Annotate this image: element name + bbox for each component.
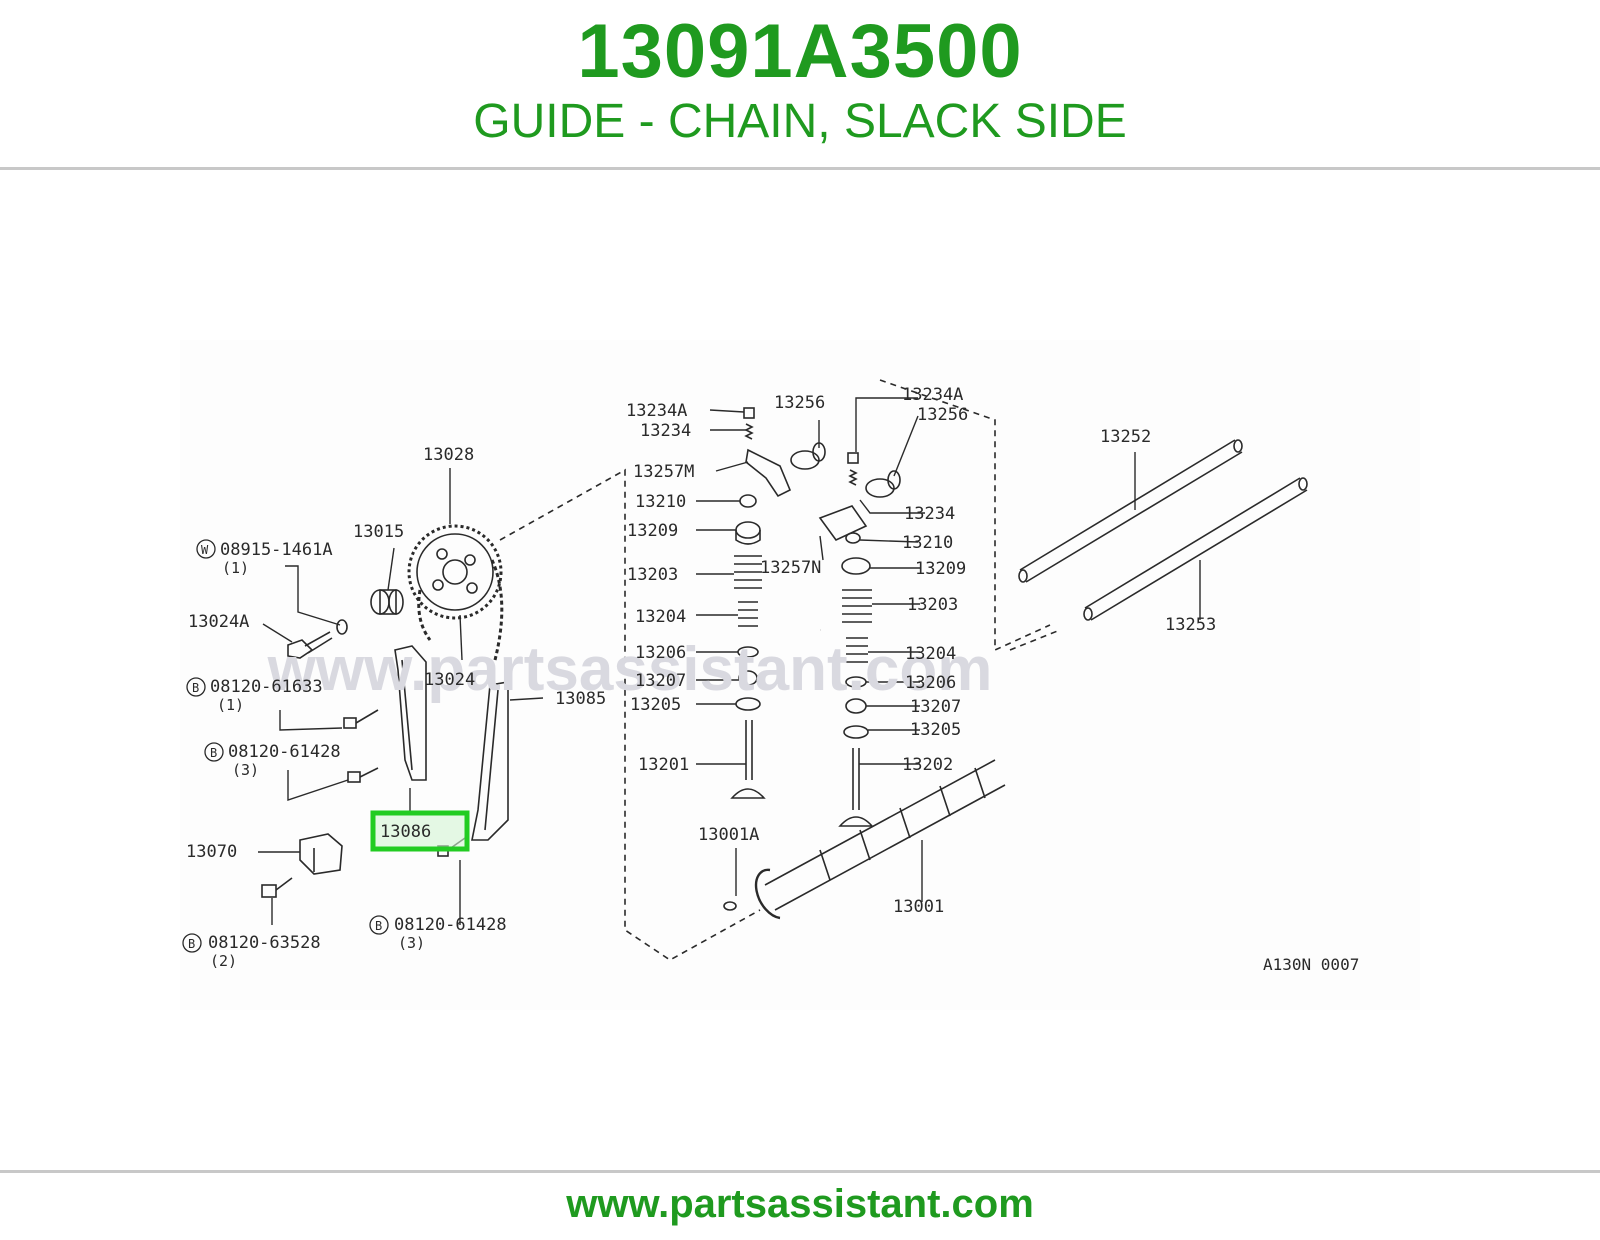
callout-left-13256[interactable]: 13256 [774,393,825,413]
callout-right-13257n[interactable]: 13257N [760,558,821,578]
callout-13015[interactable]: 13015 [353,522,404,542]
callout-right-13234[interactable]: 13234 [904,504,955,524]
callout-13024a[interactable]: 13024A [188,612,249,632]
callout-08120-61428a[interactable]: 08120-61428 [228,742,341,762]
callout-right-13210[interactable]: 13210 [902,533,953,553]
callout-13001[interactable]: 13001 [893,897,944,917]
callout-right-13202[interactable]: 13202 [902,755,953,775]
callout-left-13234[interactable]: 13234 [640,421,691,441]
camshaft-drawing [723,759,1006,920]
spring-13256-drawings [790,442,901,498]
callout-left-13234a[interactable]: 13234A [626,401,687,421]
callout-13086[interactable]: 13086 [380,822,431,842]
callout-08915-qty: (1) [222,559,249,577]
callout-08120-61428a-qty: (3) [232,761,259,779]
figure-code: A130N 0007 [1263,955,1359,974]
bolt-13024a-drawing [287,631,333,659]
callout-left-13210[interactable]: 13210 [635,492,686,512]
diagram-watermark: www.partsassistant.com [267,635,993,704]
part-number-title: 13091A3500 [577,9,1023,94]
callout-08120-63528-prefix: B [188,937,195,951]
callout-08120-61633[interactable]: 08120-61633 [210,677,323,697]
callout-08120-61428a-prefix: B [210,746,217,760]
highlighted-part-box[interactable] [370,810,470,852]
callout-08120-61428b[interactable]: 08120-61428 [394,915,507,935]
callout-right-13206[interactable]: 13206 [905,673,956,693]
rocker-shafts-drawing [1018,439,1308,621]
bolt-symbol-icon [369,915,389,935]
callout-right-13203[interactable]: 13203 [907,595,958,615]
callout-left-13206[interactable]: 13206 [635,643,686,663]
spacer-13015-drawing [370,589,404,615]
washer-drawing [336,619,348,635]
header-divider [0,167,1600,170]
footer-divider [0,1170,1600,1173]
footer-website-link[interactable]: www.partsassistant.com [566,1182,1034,1226]
callout-left-13257m[interactable]: 13257M [633,462,694,482]
tension-side-guide-drawing [471,681,509,841]
callout-13070[interactable]: 13070 [186,842,237,862]
left-valve-stack-drawing [730,407,792,799]
callout-left-13205[interactable]: 13205 [630,695,681,715]
callout-right-13205[interactable]: 13205 [910,720,961,740]
bolt-symbol-icon [204,742,224,762]
callout-08915-1461a[interactable]: 08915-1461A [220,540,333,560]
callout-13024[interactable]: 13024 [424,670,475,690]
callout-left-13207[interactable]: 13207 [635,671,686,691]
parts-diagram: www.partsassistant.com 13028 13015 W 089… [180,340,1420,1010]
tensioner-13070-drawing [261,833,343,898]
callout-08120-61428b-prefix: B [375,919,382,933]
callout-left-13201[interactable]: 13201 [638,755,689,775]
bolt-symbol-icon [182,933,202,953]
dashed-reference-lines [499,379,1061,961]
callout-08915-prefix: W [201,543,209,557]
callout-left-13209[interactable]: 13209 [627,521,678,541]
slack-side-guide-drawing [394,645,427,781]
callout-13001a[interactable]: 13001A [698,825,759,845]
callout-left-13203[interactable]: 13203 [627,565,678,585]
cam-sprocket-drawing [407,524,504,661]
callout-right-13234a[interactable]: 13234A [902,385,963,405]
callout-13252[interactable]: 13252 [1100,427,1151,447]
callout-08120-61428b-qty: (3) [398,934,425,952]
callout-08120-63528[interactable]: 08120-63528 [208,933,321,953]
callout-13253[interactable]: 13253 [1165,615,1216,635]
parts-diagram-svg: www.partsassistant.com 13028 13015 W 089… [182,379,1359,974]
callout-08120-61633-qty: (1) [217,696,244,714]
callout-08120-63528-qty: (2) [210,952,237,970]
page-header: 13091A3500 GUIDE - CHAIN, SLACK SIDE [0,0,1600,170]
callout-08120-61633-prefix: B [192,681,199,695]
bolt-symbol-icon [186,677,206,697]
part-description: GUIDE - CHAIN, SLACK SIDE [473,95,1127,148]
callout-right-13209[interactable]: 13209 [915,559,966,579]
washer-symbol-icon [196,539,216,559]
callout-left-13204[interactable]: 13204 [635,607,686,627]
callout-right-13256[interactable]: 13256 [917,405,968,425]
leader-lines [258,397,1201,925]
callout-right-13204[interactable]: 13204 [905,644,956,664]
callout-13028[interactable]: 13028 [423,445,474,465]
callout-right-13207[interactable]: 13207 [910,697,961,717]
callout-13085[interactable]: 13085 [555,689,606,709]
